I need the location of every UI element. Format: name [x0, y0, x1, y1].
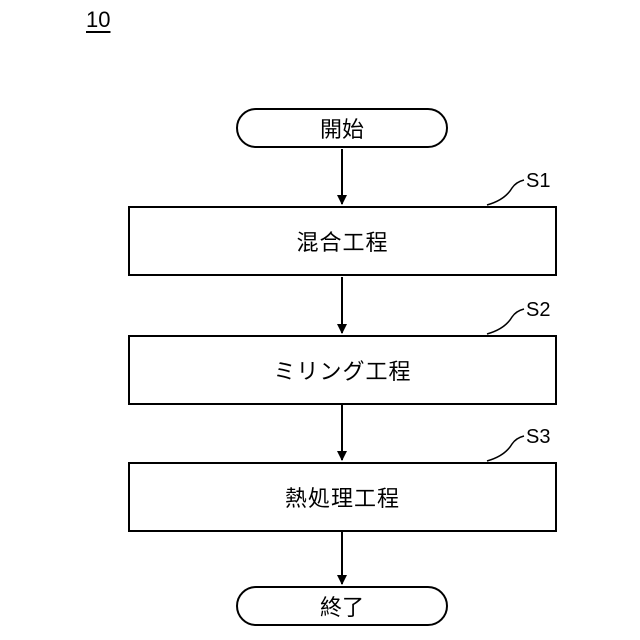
step-id-s3: S3: [526, 426, 550, 448]
start-terminal: 開始: [236, 108, 448, 148]
end-label: 終了: [320, 590, 364, 622]
step-id-s1: S1: [526, 170, 550, 192]
process-box-s3: 熱処理工程: [128, 462, 557, 532]
leader-line-s1: [487, 180, 524, 205]
end-terminal: 終了: [236, 586, 448, 626]
leader-line-s2: [487, 309, 524, 334]
process-label-s2: ミリング工程: [273, 354, 411, 386]
start-label: 開始: [320, 112, 364, 144]
process-label-s3: 熱処理工程: [285, 481, 400, 513]
process-box-s1: 混合工程: [128, 206, 557, 276]
leader-line-s3: [487, 436, 524, 461]
step-id-s2: S2: [526, 299, 550, 321]
process-box-s2: ミリング工程: [128, 335, 557, 405]
process-label-s1: 混合工程: [296, 225, 388, 257]
